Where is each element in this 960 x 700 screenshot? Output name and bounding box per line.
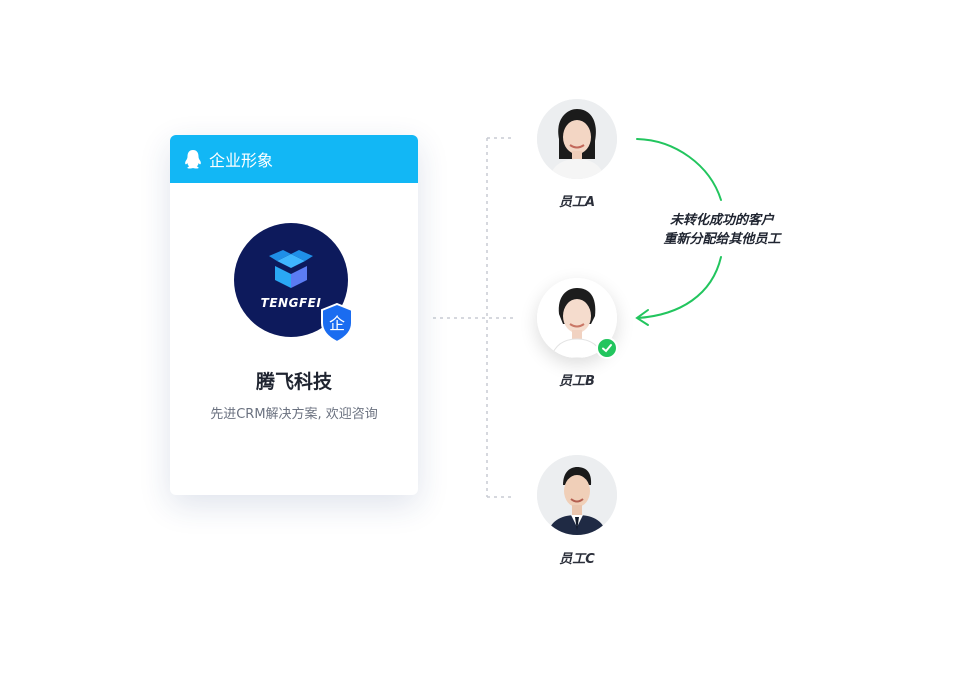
company-description: 先进CRM解决方案, 欢迎咨询	[210, 407, 378, 422]
card-header-title: 企业形象	[209, 151, 274, 170]
badge-text: 企	[329, 314, 345, 333]
employee-b-label: 员工B	[559, 374, 595, 389]
reassign-arrow-top	[636, 138, 722, 201]
reassign-arrow-bottom	[637, 256, 722, 319]
employee-b-avatar[interactable]	[537, 278, 617, 358]
qq-penguin-icon	[185, 150, 201, 169]
man-portrait-icon	[537, 455, 617, 535]
arrow-head-icon	[635, 309, 649, 326]
employee-c-label: 员工C	[559, 552, 595, 567]
card-header: 企业形象	[170, 135, 418, 183]
employee-a-avatar[interactable]	[537, 99, 617, 179]
reassign-note-line2: 重新分配给其他员工	[663, 232, 781, 247]
woman-portrait-icon	[537, 278, 617, 358]
enterprise-shield-badge-icon: 企	[321, 303, 353, 343]
reassign-note-line1: 未转化成功的客户	[669, 213, 774, 228]
company-name: 腾飞科技	[255, 371, 332, 393]
employee-a-label: 员工A	[558, 195, 596, 210]
selected-check-icon	[596, 337, 618, 359]
woman-portrait-icon	[537, 99, 617, 179]
reassign-note: 未转化成功的客户 重新分配给其他员工	[652, 211, 792, 249]
cube-box-icon	[269, 250, 313, 288]
company-logo: TENGFEI 企	[234, 223, 353, 343]
employee-c-avatar[interactable]	[537, 455, 617, 535]
logo-text: TENGFEI	[260, 296, 322, 310]
enterprise-card: 企业形象 TENGFEI 企 腾飞科技 先进CRM解决方案, 欢迎咨询	[170, 135, 418, 495]
